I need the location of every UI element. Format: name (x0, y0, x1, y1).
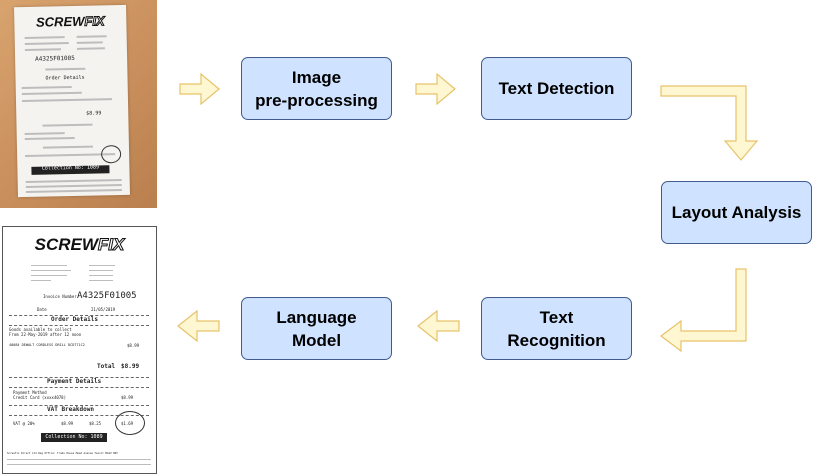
node-language-model: Language Model (241, 297, 392, 360)
receipt-vat-gross: $8.99 (61, 421, 74, 426)
receipt-collection: Collection No: 1089 (41, 433, 107, 442)
receipt-vat-nett: $8.25 (89, 421, 102, 426)
receipt-date: 21/05/2019 (91, 307, 116, 312)
arrow-layout-to-recognition (660, 268, 747, 353)
receipt-item-price: $8.99 (127, 343, 140, 348)
receipt-card-amount: $8.99 (121, 395, 134, 400)
arrow-detection-to-layout (660, 85, 759, 161)
receipt-invoice-number: A4325F01005 (77, 291, 137, 301)
receipt-payment-method: Payment Method (13, 390, 47, 395)
receipt-available-2: From 22-May-2019 after 12 noon (9, 332, 82, 337)
receipt-payment-details: Payment Details (47, 378, 102, 385)
receipt-footer: Screwfix Direct Ltd Reg Office: Trade Ho… (7, 452, 118, 455)
receipt-scan: SCREWFIX Invoice Number A4325F01005 Date… (2, 226, 157, 474)
receipt-photo: SCREWFIX A4325F01005 Order Details $8.99… (0, 0, 157, 208)
node-layout-analysis: Layout Analysis (661, 181, 812, 244)
arrow-recognition-to-language (417, 309, 460, 343)
receipt-order-details: Order Details (51, 316, 98, 323)
node-text-detection: Text Detection (481, 57, 632, 120)
receipt-date-label: Date (37, 307, 47, 312)
node-text-recognition: Text Recognition (481, 297, 632, 360)
arrow-language-to-scan (177, 309, 220, 343)
receipt-item-line: 40084 DEWALT CORDLESS DRILL DCD771C2 (9, 343, 85, 347)
receipt-invoice-label: Invoice Number (43, 294, 77, 299)
receipt-vat-circle (115, 411, 145, 435)
receipt-card: Credit Card (xxxx4078) (13, 395, 66, 400)
receipt-total-label: Total (97, 363, 116, 370)
receipt-vat-breakdown: VAT Breakdown (47, 406, 94, 413)
arrow-preprocessing-to-detection (415, 72, 456, 106)
receipt-vat-rate: VAT @ 20% (13, 421, 35, 426)
receipt-available-1: Goods available to collect (9, 327, 72, 332)
receipt-scan-logo: SCREWFIX (34, 235, 125, 255)
node-preprocessing: Image pre-processing (241, 57, 392, 120)
receipt-total-value: $8.99 (121, 363, 140, 370)
arrow-photo-to-preprocessing (179, 72, 220, 106)
